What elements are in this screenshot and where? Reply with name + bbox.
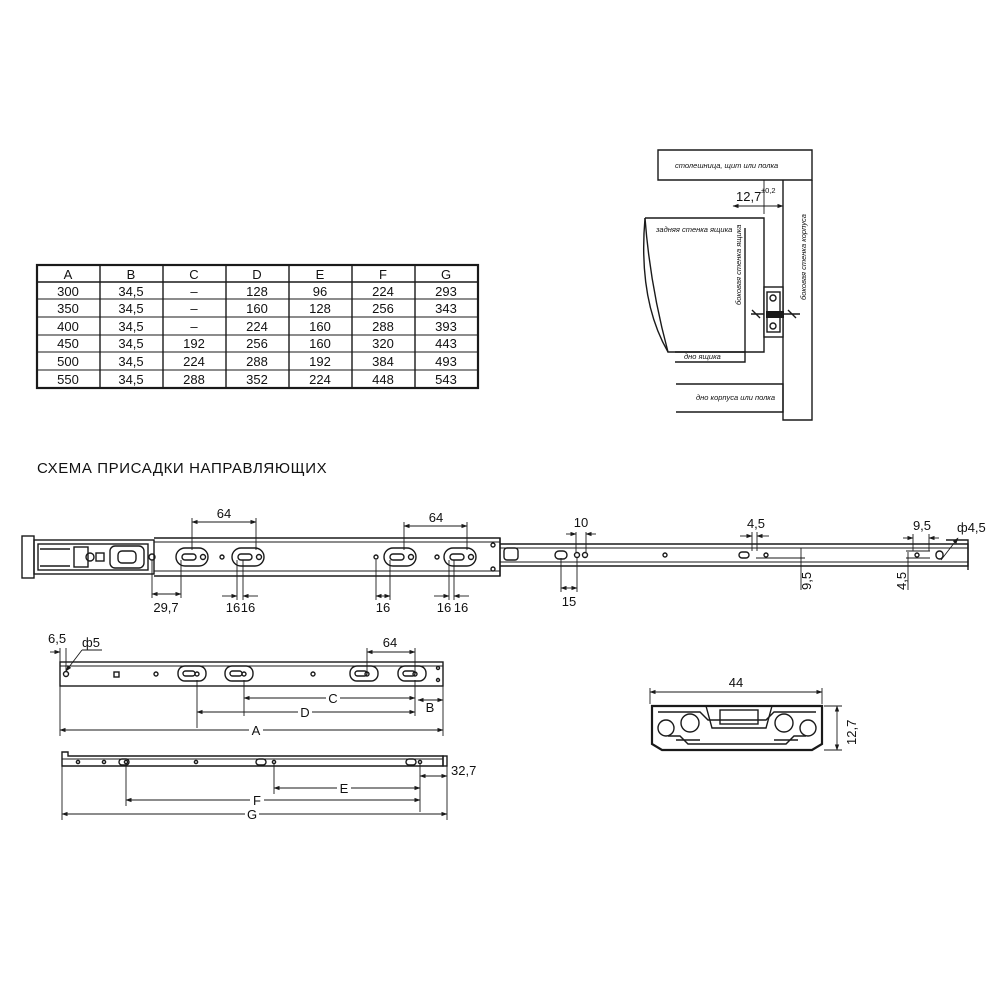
table-cell: – [190, 319, 198, 334]
table-cell: 493 [435, 354, 457, 369]
gap-tolerance: ±0,2 [761, 186, 776, 195]
table-cell: 224 [309, 372, 331, 387]
dim-label: 16 [226, 600, 240, 615]
table-cell: 400 [57, 319, 79, 334]
section-title: СХЕМА ПРИСАДКИ НАПРАВЛЯЮЩИХ [37, 460, 327, 477]
table-cell: 500 [57, 354, 79, 369]
table-cell: 350 [57, 301, 79, 316]
table-header: G [441, 267, 451, 282]
table-cell: 300 [57, 284, 79, 299]
table-cell: 160 [309, 319, 331, 334]
size-table: A B C D E F G 300 34,5 – 128 96 224 293 … [35, 263, 480, 390]
table-cell: 448 [372, 372, 394, 387]
dim-label: 16 [454, 600, 468, 615]
table-cell: 96 [313, 284, 327, 299]
table-cell: 393 [435, 319, 457, 334]
table-cell: – [190, 301, 198, 316]
table-cell: 34,5 [118, 336, 143, 351]
dim-label: F [253, 793, 261, 808]
cabinet-member-dimensions: 32,7 E F G [61, 763, 476, 822]
dim-label: G [247, 807, 257, 822]
table-header: E [316, 267, 325, 282]
dim-label: 44 [729, 675, 743, 690]
table-header: D [252, 267, 261, 282]
table-header: A [64, 267, 73, 282]
dim-label: 16 [437, 600, 451, 615]
dim-label: 9,5 [913, 518, 931, 533]
table-cell: 34,5 [118, 372, 143, 387]
table-cell: 352 [246, 372, 268, 387]
dim-label: 6,5 [48, 631, 66, 646]
drawer-back-label: задняя стенка ящика [655, 225, 732, 234]
table-cell: 192 [309, 354, 331, 369]
drawer-member [59, 661, 444, 687]
table-cell: 224 [183, 354, 205, 369]
table-cell: 288 [372, 319, 394, 334]
drawer-member-dimensions: 6,5 ф5 64 C D B A [48, 631, 444, 738]
gap-dim: 12,7 [736, 189, 761, 204]
dim-label: B [426, 700, 435, 715]
table-cell: 224 [246, 319, 268, 334]
table-cell: 128 [246, 284, 268, 299]
dim-label: ф5 [82, 635, 100, 650]
dim-label: 29,7 [153, 600, 178, 615]
dim-label: 12,7 [844, 720, 859, 745]
table-header: F [379, 267, 387, 282]
cabinet-side-label: боковая стенка корпуса [799, 214, 808, 300]
dim-label: 9,5 [799, 572, 814, 590]
profile-dimensions: 44 12,7 [649, 675, 859, 751]
slide-profile [650, 704, 824, 752]
table-cell: 550 [57, 372, 79, 387]
dim-label: E [340, 781, 349, 796]
cabinet-bottom-label: дно корпуса или полка [696, 393, 775, 402]
dim-label: 32,7 [451, 763, 476, 778]
table-cell: 34,5 [118, 354, 143, 369]
table-cell: 343 [435, 301, 457, 316]
drawer-bottom-label: дно ящика [684, 352, 721, 361]
dim-label: 4,5 [894, 572, 909, 590]
table-cell: 224 [372, 284, 394, 299]
table-cell: 160 [309, 336, 331, 351]
dim-label: 10 [574, 515, 588, 530]
table-cell: 192 [183, 336, 205, 351]
dim-label: A [252, 723, 261, 738]
table-cell: 288 [183, 372, 205, 387]
rail-dimensions: 64 64 29,7 16 16 16 16 16 10 [151, 506, 986, 615]
dim-label: 64 [217, 506, 231, 521]
dim-label: 4,5 [747, 516, 765, 531]
dim-label: 64 [429, 510, 443, 525]
installation-section: столешница, щит или полка боковая стенка… [642, 149, 813, 421]
table-header: B [127, 267, 136, 282]
dim-label: D [300, 705, 309, 720]
table-cell: 256 [246, 336, 268, 351]
table-cell: 543 [435, 372, 457, 387]
dim-label: C [328, 691, 337, 706]
table-cell: 293 [435, 284, 457, 299]
table-cell: 128 [309, 301, 331, 316]
dim-label: 15 [562, 594, 576, 609]
cabinet-member [61, 751, 448, 767]
table-cell: 384 [372, 354, 394, 369]
table-header: C [189, 267, 198, 282]
assembled-rail [21, 535, 969, 579]
table-cell: 34,5 [118, 284, 143, 299]
dim-label: 64 [383, 635, 397, 650]
dim-label: ф4,5 [957, 520, 986, 535]
table-cell: – [190, 284, 198, 299]
dim-label: 16 [241, 600, 255, 615]
top-panel-label: столешница, щит или полка [675, 161, 778, 170]
drawer-side-label: боковая стенка ящика [734, 225, 743, 305]
table-cell: 256 [372, 301, 394, 316]
dim-label: 16 [376, 600, 390, 615]
table-cell: 443 [435, 336, 457, 351]
table-cell: 450 [57, 336, 79, 351]
table-cell: 320 [372, 336, 394, 351]
table-cell: 160 [246, 301, 268, 316]
table-cell: 288 [246, 354, 268, 369]
table-cell: 34,5 [118, 319, 143, 334]
table-cell: 34,5 [118, 301, 143, 316]
